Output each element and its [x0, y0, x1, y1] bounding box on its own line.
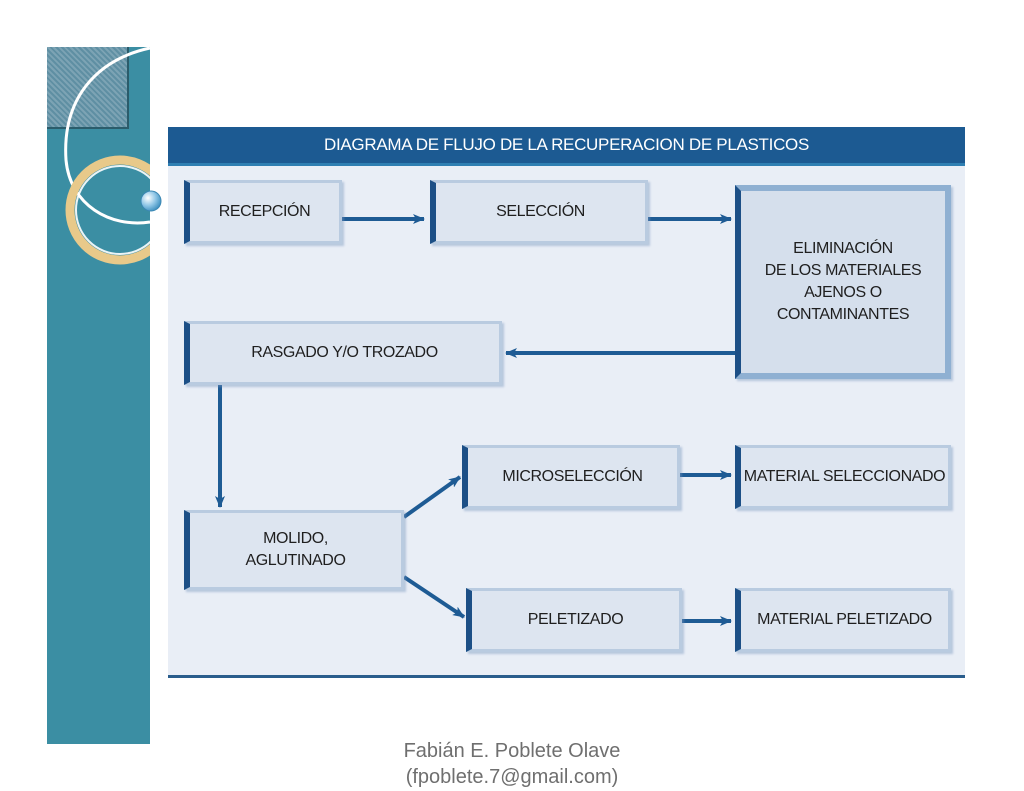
white-arc-decoration [64, 46, 151, 225]
arrow-molido-to-peletizado [402, 575, 466, 619]
node-recepcion: RECEPCIÓN [184, 180, 342, 244]
node-rasgado: RASGADO Y/O TROZADO [184, 321, 502, 385]
node-microseleccion: MICROSELECCIÓN [462, 445, 680, 509]
node-material-peletizado: MATERIAL PELETIZADO [735, 588, 951, 652]
footer-author: Fabián E. Poblete Olave [403, 740, 621, 762]
flow-arrows [215, 214, 736, 626]
node-material-seleccionado: MATERIAL SELECCIONADO [735, 445, 951, 509]
footer-email: (fpoblete.7@gmail.com) [405, 766, 619, 788]
node-eliminacion: ELIMINACIÓN DE LOS MATERIALES AJENOS O C… [735, 185, 951, 379]
blue-bullet-decoration [140, 190, 162, 212]
flow-diagram-image: DIAGRAMA DE FLUJO DE LA RECUPERACION DE … [168, 127, 965, 678]
node-seleccion: SELECCIÓN [430, 180, 648, 244]
node-molido: MOLIDO, AGLUTINADO [184, 510, 404, 590]
node-peletizado: PELETIZADO [466, 588, 682, 652]
diagram-title: DIAGRAMA DE FLUJO DE LA RECUPERACION DE … [168, 127, 965, 166]
arrow-molido-to-microseleccion [402, 475, 462, 519]
